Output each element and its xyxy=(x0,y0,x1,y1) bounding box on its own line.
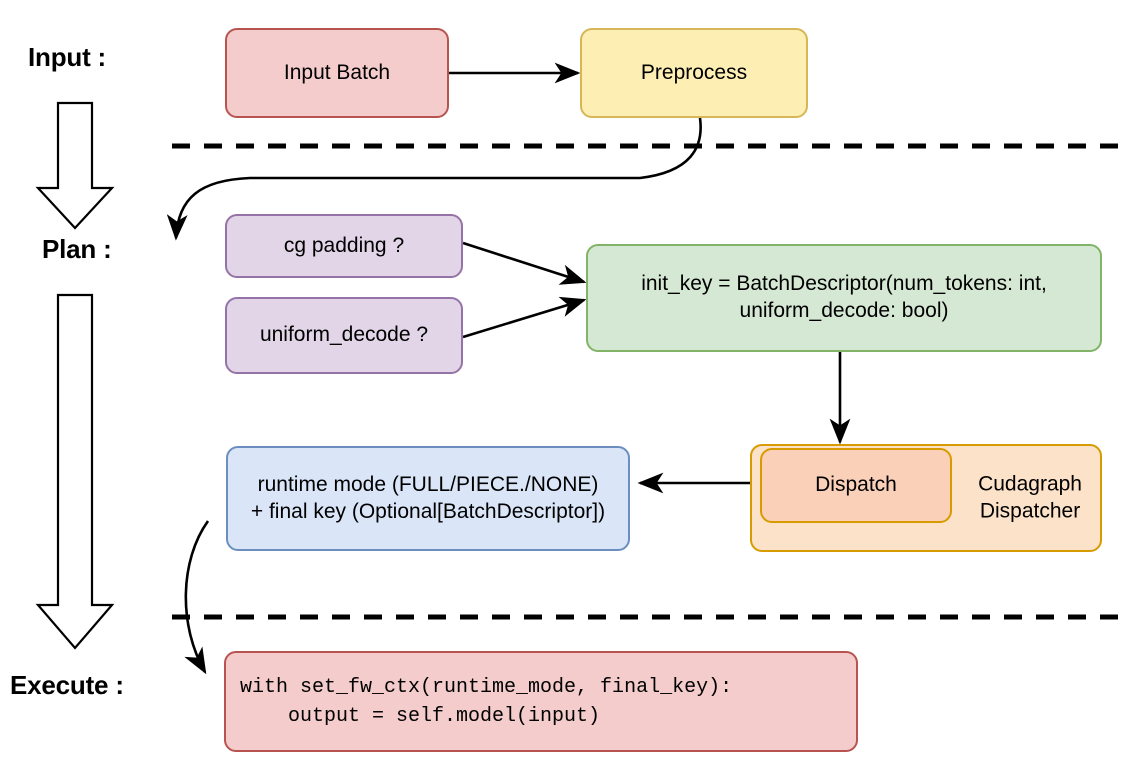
stage-label-input: Input : xyxy=(28,42,107,72)
stage-label-plan: Plan : xyxy=(42,234,112,264)
input-to-plan-block-arrow xyxy=(35,101,115,230)
runtime-mode-to-execute-code xyxy=(184,520,210,675)
node-execute-code[interactable]: with set_fw_ctx(runtime_mode, final_key)… xyxy=(224,651,858,752)
node-dispatch[interactable]: Dispatch xyxy=(760,448,952,523)
cg-padding-to-init-key xyxy=(462,241,587,285)
node-uniform-decode-label: uniform_decode ? xyxy=(259,323,429,347)
node-execute-code-line1: with set_fw_ctx(runtime_mode, final_key)… xyxy=(240,675,733,699)
stage-label-execute: Execute : xyxy=(10,670,124,700)
node-uniform-decode[interactable]: uniform_decode ? xyxy=(225,297,463,374)
node-init-key-line1: init_key = BatchDescriptor(num_tokens: i… xyxy=(641,272,1047,296)
node-cg-padding-label: cg padding ? xyxy=(283,233,405,257)
node-cg-padding[interactable]: cg padding ? xyxy=(225,214,463,278)
node-input-batch[interactable]: Input Batch xyxy=(225,28,449,118)
node-input-batch-label: Input Batch xyxy=(283,60,391,84)
node-dispatch-label: Dispatch xyxy=(815,473,897,497)
node-preprocess-label: Preprocess xyxy=(640,60,748,84)
node-init-key[interactable]: init_key = BatchDescriptor(num_tokens: i… xyxy=(586,244,1102,352)
node-runtime-mode[interactable]: runtime mode (FULL/PIECE./NONE) + final … xyxy=(226,446,630,551)
uniform-decode-to-init-key xyxy=(462,296,587,339)
node-execute-code-line2: output = self.model(input) xyxy=(240,704,601,728)
node-cudagraph-dispatcher-label: Cudagraph Dispatcher xyxy=(978,472,1082,523)
node-init-key-line2: uniform_decode: bool) xyxy=(739,299,949,322)
node-preprocess[interactable]: Preprocess xyxy=(580,28,808,118)
node-runtime-mode-line1: runtime mode (FULL/PIECE./NONE) xyxy=(257,472,599,496)
plan-to-execute-block-arrow xyxy=(35,293,115,650)
node-runtime-mode-line2: + final key (Optional[BatchDescriptor]) xyxy=(250,499,606,523)
